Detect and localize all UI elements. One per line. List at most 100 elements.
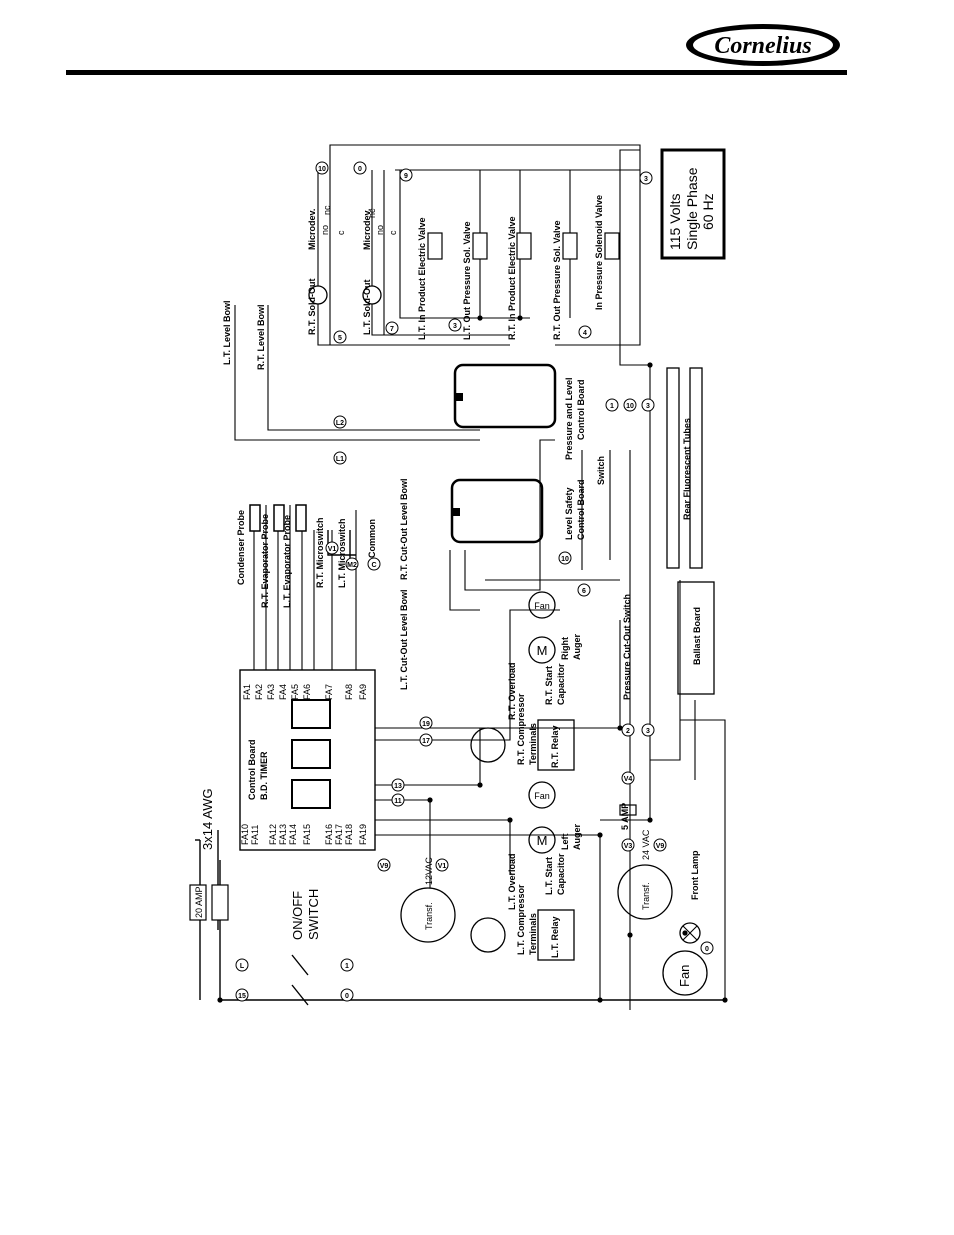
- lt-compressor-2: Terminals: [528, 913, 538, 955]
- node-10-c: 10: [318, 166, 326, 173]
- transformer-24v-label: Transf.: [641, 882, 651, 910]
- fa-left-3: FA13: [278, 824, 288, 845]
- node-V2: V3: [624, 843, 633, 850]
- pressure-board-title-2: Control Board: [576, 380, 586, 441]
- node-10-b: 10: [626, 403, 634, 410]
- node-L2: L2: [336, 420, 344, 427]
- bottom-fan-label: Fan: [677, 965, 692, 987]
- lt-start-cap-2: Capacitor: [556, 853, 566, 895]
- rt-compressor-2: Terminals: [528, 723, 538, 765]
- probe-leads: Condenser Probe R.T. Evaporator Probe L.…: [236, 504, 377, 670]
- fa-left-6: FA16: [324, 824, 334, 845]
- rt-compressor-section: Fan M Right Auger Pressure Cut-Out Switc…: [470, 591, 632, 771]
- header-rule: [66, 70, 847, 75]
- node-M2: V1: [328, 546, 337, 553]
- rt-motor-label: M: [537, 643, 548, 658]
- left-auger-2: Auger: [572, 824, 582, 851]
- control-board-title: Control Board: [247, 740, 257, 801]
- lt-relay-label: L.T. Relay: [550, 916, 560, 958]
- node-L1: L1: [336, 456, 344, 463]
- rt-level-bowl: R.T. Level Bowl: [256, 304, 266, 370]
- pressure-cutout-label: Pressure Cut-Out Switch: [622, 594, 632, 700]
- valve-lt-in: L.T. In Product Electric Valve: [417, 217, 427, 340]
- wire-nodes: L 15 1 0 17 19 13 11 2 3 6 10 1 10 3 L2 …: [235, 161, 714, 1002]
- fa-left-0: FA10: [240, 824, 250, 845]
- control-board-timer: B.D. TIMER: [259, 751, 269, 800]
- rt-fan-label: Fan: [534, 601, 550, 611]
- transformer-12v-label: Transf.: [424, 902, 434, 930]
- power-label-box: 115 Volts Single Phase 60 Hz: [660, 148, 726, 260]
- valves: L.T. In Product Electric Valve L.T. Out …: [395, 169, 640, 340]
- fuse-main-label: 20 AMP: [194, 886, 204, 918]
- pressure-board: Pressure and Level Control Board: [453, 363, 586, 460]
- rt-compressor-1: R.T. Compressor: [516, 693, 526, 765]
- cutout-right-label: R.T. Cut-Out Level Bowl: [399, 478, 409, 580]
- node-15: 13: [394, 783, 402, 790]
- node-4: 4: [583, 330, 587, 337]
- node-19: 19: [422, 721, 430, 728]
- lt-fan-label: Fan: [534, 791, 550, 801]
- power-phase: Single Phase: [684, 167, 700, 250]
- lt-overload-label: L.T. Overload: [507, 853, 517, 910]
- fa-right-2: FA3: [266, 684, 276, 700]
- node-10-a: 10: [561, 556, 569, 563]
- right-auger-1: Right: [560, 637, 570, 660]
- lt-compressor-section: Fan M Left Auger L.T. Overload L.T. Comp…: [470, 781, 582, 961]
- lt-motor-label: M: [537, 833, 548, 848]
- lt-sold-out: L.T. Sold-Out: [362, 280, 372, 336]
- switch-text: Switch: [596, 456, 606, 485]
- contact-no-1: no: [320, 225, 330, 235]
- right-auger-2: Auger: [572, 634, 582, 661]
- valve-in-pressure: In Pressure Solenoid Valve: [594, 195, 604, 310]
- rt-relay-label: R.T. Relay: [550, 725, 560, 768]
- wire-gauge-label: 3x14 AWG: [200, 788, 215, 850]
- lt-start-cap-1: L.T. Start: [544, 857, 554, 895]
- fa-right-7: FA8: [344, 684, 354, 700]
- fa-left-4: FA14: [288, 824, 298, 845]
- fa-right-3: FA4: [278, 684, 288, 700]
- node-3-b: 3: [646, 403, 650, 410]
- contact-c-2: c: [388, 230, 398, 235]
- rt-overload-label: R.T. Overload: [507, 662, 517, 720]
- fuse-small-label: 5 AMP: [620, 803, 630, 830]
- cutout-left-label: L.T. Cut-Out Level Bowl: [399, 590, 409, 691]
- node-M1: M2: [347, 562, 357, 569]
- node-13: 11: [394, 798, 402, 805]
- main-fuse: 20 AMP 3x14 AWG: [189, 788, 229, 921]
- node-0: 0: [345, 993, 349, 1000]
- fa-left-5: FA15: [302, 824, 312, 845]
- rt-sold-out: R.T. Sold-Out: [307, 279, 317, 336]
- node-1: 1: [345, 963, 349, 970]
- node-L: L: [240, 963, 245, 970]
- rear-tubes-label: Rear Fluorescent Tubes: [682, 418, 692, 520]
- fa-right-5: FA6: [302, 684, 312, 700]
- node-9: 9: [404, 173, 408, 180]
- rear-tubes: Rear Fluorescent Tubes Ballast Board: [666, 367, 715, 695]
- probe-lt-evap: L.T. Evaporator Probe: [282, 515, 292, 608]
- wiring-diagram: 115 Volts Single Phase 60 Hz 20 AMP 3x14…: [180, 140, 740, 1010]
- fa-right-1: FA2: [254, 684, 264, 700]
- valve-rt-in: R.T. In Product Electric Valve: [507, 216, 517, 340]
- level-safety-title-1: Level Safety: [564, 487, 574, 540]
- node-3-d: 3: [644, 176, 648, 183]
- microdev-1: Microdev.: [307, 209, 317, 250]
- pressure-board-title-1: Pressure and Level: [564, 377, 574, 460]
- fa-left-1: FA11: [250, 825, 260, 845]
- on-off-switch: ON/OFF SWITCH: [290, 889, 321, 1006]
- probe-condenser: Condenser Probe: [236, 510, 246, 585]
- v24-label: 24 VAC: [641, 829, 651, 860]
- fa-right-8: FA9: [358, 684, 368, 700]
- junction-dots: [217, 315, 728, 1003]
- transformers: Transf. 12VAC Transf. 24 VAC 5 AMP Front…: [400, 803, 708, 996]
- node-0-b: 0: [358, 166, 362, 173]
- fa-left-8: FA18: [344, 824, 354, 845]
- contact-no-2: no: [375, 225, 385, 235]
- node-V4: V9: [656, 843, 665, 850]
- fa-left-7: FA17: [334, 824, 344, 845]
- switch-label-1: ON/OFF: [290, 891, 305, 940]
- node-V3: V4: [624, 776, 633, 783]
- microdev-2: Microdev.: [362, 209, 372, 250]
- logo-text: Cornelius: [714, 33, 811, 59]
- node-V1: V1: [438, 863, 447, 870]
- node-6: 6: [582, 588, 586, 595]
